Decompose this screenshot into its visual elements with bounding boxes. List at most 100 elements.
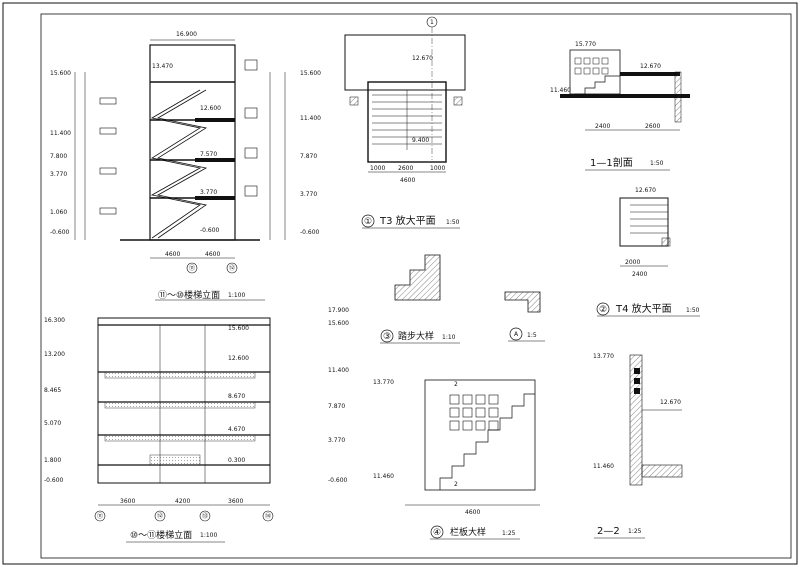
step-detail-title: 踏步大样 bbox=[398, 330, 434, 342]
front-inner-1: 15.600 bbox=[228, 325, 249, 332]
elev-right-level-5: -0.600 bbox=[300, 229, 320, 236]
railing-detail-number: ④ bbox=[433, 528, 441, 538]
detail-a-number: A bbox=[514, 331, 519, 338]
sec11-top-level: 15.770 bbox=[575, 41, 596, 48]
sec11-low-level: 11.460 bbox=[550, 87, 571, 94]
front-right-2: 15.600 bbox=[328, 320, 349, 327]
section-22-scale: 1:25 bbox=[628, 528, 642, 535]
stair-level-2: 12.600 bbox=[200, 105, 221, 112]
front-left-1: 16.300 bbox=[44, 317, 65, 324]
t3-plan-scale: 1:50 bbox=[446, 219, 460, 226]
detail-a-view: A 1:5 bbox=[504, 291, 545, 342]
front-elevation-view: 16.300 13.200 8.465 5.070 1.800 -0.600 1… bbox=[44, 307, 349, 543]
front-grid-b: ⑫ bbox=[157, 512, 163, 520]
elev-right-level-2: 11.400 bbox=[300, 115, 321, 122]
s22-base-level: 11.460 bbox=[593, 463, 614, 470]
elev-left-level-4: 3.770 bbox=[50, 171, 67, 178]
stair-elevation-scale: 1:100 bbox=[228, 292, 245, 299]
front-left-2: 13.200 bbox=[44, 351, 65, 358]
stair-level-1: 13.470 bbox=[152, 63, 173, 70]
step-detail-number: ③ bbox=[383, 332, 391, 342]
sec11-mid-level: 12.670 bbox=[640, 63, 661, 70]
front-right-3: 11.400 bbox=[328, 367, 349, 374]
front-left-6: -0.600 bbox=[44, 477, 64, 484]
t3-grid-top: 1 bbox=[430, 19, 434, 26]
sec11-dim-a: 2400 bbox=[595, 123, 610, 130]
front-right-1: 17.900 bbox=[328, 307, 349, 314]
front-dim-b: 4200 bbox=[175, 498, 190, 505]
railing-total-dim: 4600 bbox=[465, 509, 480, 516]
section-11-scale: 1:50 bbox=[650, 160, 664, 167]
elev-dim-b: 4600 bbox=[205, 251, 220, 258]
stair-elevation-title: ⑪～⑩楼梯立面 bbox=[158, 289, 220, 301]
elev-grid-a: ⑪ bbox=[189, 264, 195, 272]
detail-a-scale: 1:5 bbox=[527, 332, 537, 339]
s22-mid-level: 12.670 bbox=[660, 399, 681, 406]
elev-left-level-6: -0.600 bbox=[50, 229, 70, 236]
front-right-6: -0.600 bbox=[328, 477, 348, 484]
t3-seg-c: 1000 bbox=[430, 165, 445, 172]
t3-plan-view: 1 12.670 9.400 1000 2600 1000 4600 ① T3 … bbox=[344, 16, 466, 229]
front-left-5: 1.800 bbox=[44, 457, 61, 464]
stair-level-3: 7.570 bbox=[200, 151, 217, 158]
t3-top-level: 12.670 bbox=[412, 55, 433, 62]
elev-left-level-2: 11.400 bbox=[50, 130, 71, 137]
t4-plan-view: 12.670 2000 2400 ② T4 放大平面 1:50 bbox=[596, 187, 700, 317]
railing-mark-bottom: 2 bbox=[454, 481, 458, 488]
t4-dim-b: 2400 bbox=[632, 271, 647, 278]
t4-plan-title: T4 放大平面 bbox=[615, 302, 672, 315]
railing-top-level: 13.770 bbox=[373, 379, 394, 386]
front-dim-c: 3600 bbox=[228, 498, 243, 505]
step-detail-scale: 1:10 bbox=[442, 334, 456, 341]
t4-plan-number: ② bbox=[599, 305, 607, 315]
front-inner-2: 12.600 bbox=[228, 355, 249, 362]
t3-landing-level: 9.400 bbox=[412, 137, 429, 144]
elev-left-level-1: 15.600 bbox=[50, 70, 71, 77]
railing-detail-title: 栏板大样 bbox=[450, 526, 486, 538]
sheet-inner-border bbox=[40, 13, 792, 559]
front-left-4: 5.070 bbox=[44, 420, 61, 427]
t4-dim-a: 2000 bbox=[625, 259, 640, 266]
stair-elevation-view: 15.600 11.400 7.800 3.770 1.060 -0.600 1… bbox=[50, 31, 321, 301]
front-dim-a: 3600 bbox=[120, 498, 135, 505]
front-inner-4: 4.670 bbox=[228, 426, 245, 433]
elev-right-level-4: 3.770 bbox=[300, 191, 317, 198]
t4-top-level: 12.670 bbox=[635, 187, 656, 194]
railing-base-level: 11.460 bbox=[373, 473, 394, 480]
elev-right-level-3: 7.870 bbox=[300, 153, 317, 160]
sec11-dim-b: 2600 bbox=[645, 123, 660, 130]
elev-left-level-5: 1.060 bbox=[50, 209, 67, 216]
elev-dim-a: 4600 bbox=[165, 251, 180, 258]
elev-top-dim: 16.900 bbox=[176, 31, 197, 38]
section-1-1-view: 15.770 12.670 11.460 2400 2600 1—1剖面 1:5… bbox=[550, 41, 690, 171]
front-grid-c: ⑬ bbox=[202, 512, 208, 520]
t3-seg-a: 1000 bbox=[370, 165, 385, 172]
railing-detail-scale: 1:25 bbox=[502, 530, 516, 537]
t3-plan-title: T3 放大平面 bbox=[379, 214, 436, 227]
front-grid-d: ⑭ bbox=[265, 512, 271, 520]
stair-level-5: -0.600 bbox=[200, 227, 220, 234]
front-inner-5: 0.300 bbox=[228, 457, 245, 464]
front-right-4: 7.870 bbox=[328, 403, 345, 410]
step-detail-view: ③ 踏步大样 1:10 bbox=[380, 254, 460, 344]
front-inner-3: 8.670 bbox=[228, 393, 245, 400]
section-22-title: 2—2 bbox=[597, 526, 620, 537]
front-grid-a: ⑪ bbox=[97, 512, 103, 520]
elev-right-level-1: 15.600 bbox=[300, 70, 321, 77]
elev-grid-b: ⑫ bbox=[229, 264, 235, 272]
elev-left-level-3: 7.800 bbox=[50, 153, 67, 160]
t3-width: 4600 bbox=[400, 177, 415, 184]
front-elevation-scale: 1:100 bbox=[200, 532, 217, 539]
front-left-3: 8.465 bbox=[44, 387, 61, 394]
stair-level-4: 3.770 bbox=[200, 189, 217, 196]
railing-detail-view: 2 2 13.770 11.460 4600 ④ 栏板大样 1:25 bbox=[373, 379, 540, 540]
t3-plan-number: ① bbox=[364, 217, 372, 227]
t4-plan-scale: 1:50 bbox=[686, 307, 700, 314]
railing-mark-top: 2 bbox=[454, 381, 458, 388]
section-2-2-view: 13.770 12.670 11.460 2—2 1:25 bbox=[593, 353, 683, 539]
s22-top-level: 13.770 bbox=[593, 353, 614, 360]
t3-seg-b: 2600 bbox=[398, 165, 413, 172]
front-elevation-title: ⑩～⑪楼梯立面 bbox=[130, 529, 192, 541]
